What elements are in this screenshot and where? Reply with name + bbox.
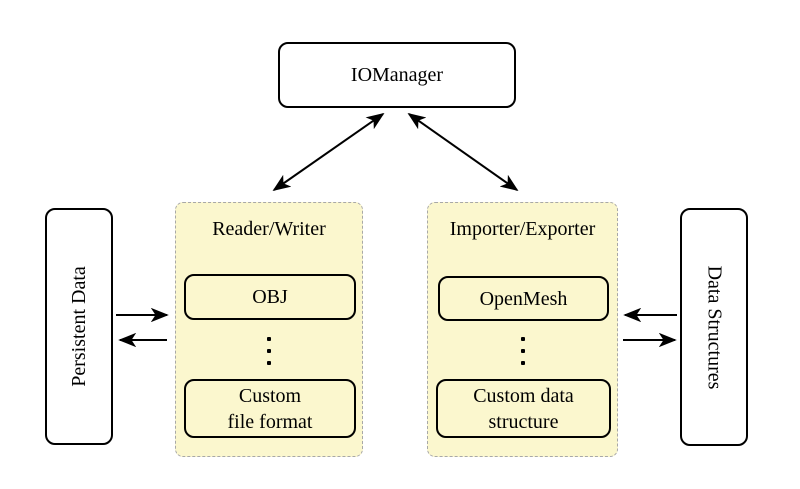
custom-data-structure-label: Custom data structure — [473, 384, 574, 433]
custom-file-format-label: Custom file format — [227, 384, 313, 433]
data-structures-label: Data Structures — [703, 265, 726, 389]
arrow-iomanager-importerexporter — [407, 112, 519, 192]
iomanager-node: IOManager — [278, 42, 516, 108]
obj-label: OBJ — [252, 286, 288, 308]
custom-data-structure-node: Custom data structure — [436, 379, 611, 438]
openmesh-node: OpenMesh — [438, 276, 609, 321]
vertical-ellipsis-icon — [267, 337, 271, 365]
importer-exporter-group: Importer/Exporter OpenMesh Custom data s… — [427, 202, 618, 457]
arrow-iomanager-readerwriter — [272, 112, 385, 192]
obj-node: OBJ — [184, 274, 356, 320]
persistent-data-label: Persistent Data — [67, 266, 90, 387]
reader-writer-group: Reader/Writer OBJ Custom file format — [175, 202, 363, 457]
openmesh-label: OpenMesh — [479, 287, 568, 310]
data-structures-node: Data Structures — [680, 208, 748, 446]
persistent-data-node: Persistent Data — [45, 208, 113, 445]
importer-exporter-title: Importer/Exporter — [449, 218, 596, 240]
custom-file-format-node: Custom file format — [184, 379, 356, 438]
vertical-ellipsis-icon — [520, 337, 525, 365]
reader-writer-title: Reader/Writer — [212, 218, 326, 240]
iomanager-label: IOManager — [350, 63, 444, 86]
